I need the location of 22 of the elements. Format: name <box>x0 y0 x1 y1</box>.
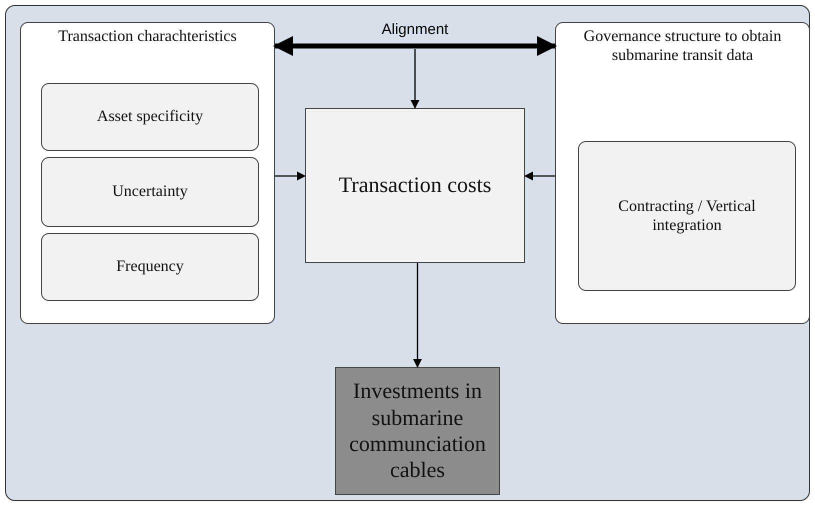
process-box <box>41 233 259 301</box>
process-box <box>41 157 259 227</box>
process-box <box>305 108 525 263</box>
arrow <box>412 263 422 368</box>
process-box <box>335 367 500 495</box>
edge-label: Alignment <box>378 21 452 38</box>
arrow <box>275 171 306 181</box>
process-box <box>578 141 796 291</box>
arrow <box>524 171 555 181</box>
group-title: Governance structure to obtain submarine transit data <box>582 27 782 66</box>
group-box <box>20 22 275 324</box>
node-label: Asset specificity <box>96 107 204 127</box>
node-label: Investments in submarine communciation cables <box>348 378 487 484</box>
process-box <box>41 83 259 151</box>
group-box <box>555 22 810 324</box>
group-title: Transaction charachteristics <box>58 27 237 46</box>
arrow <box>273 36 557 56</box>
arrow <box>410 49 420 109</box>
node-label: Contracting / Vertical integration <box>617 196 757 236</box>
node-label: Uncertainty <box>112 182 188 202</box>
node-label: Transaction costs <box>338 172 492 199</box>
node-label: Frequency <box>116 257 184 277</box>
